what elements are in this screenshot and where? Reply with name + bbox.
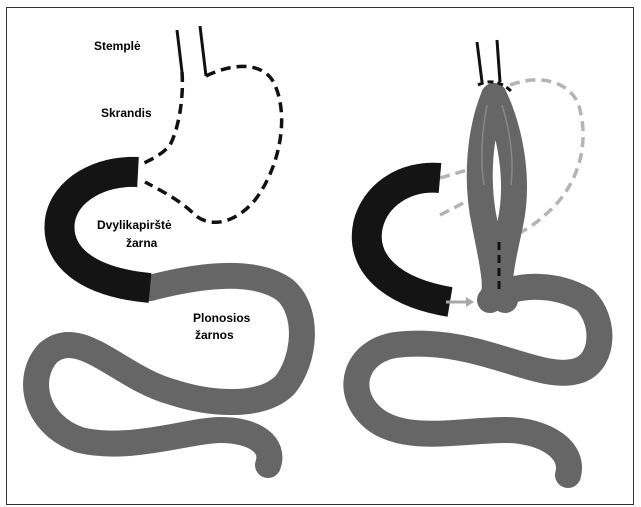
label-duodenum-line2: žarna (126, 236, 158, 250)
stomach-outline-right (145, 66, 282, 222)
bypass-esophagus-left-wall (477, 42, 482, 82)
bypass-anatomy-panel (356, 40, 599, 475)
flow-arrow-head (466, 297, 474, 307)
esophagus-right-wall (200, 26, 206, 76)
label-small-intestine-line1: Plonosios (193, 311, 251, 325)
small-intestine (36, 276, 302, 465)
esophagus-left-wall (177, 30, 182, 72)
normal-anatomy-panel: Stemplė Skrandis Dvylikapirštė žarna Plo… (36, 26, 302, 465)
label-small-intestine-line2: žarnos (195, 328, 234, 342)
bypass-esophagus-right-wall (497, 40, 500, 82)
gastric-pouch-limb (494, 96, 514, 300)
label-stomach: Skrandis (101, 106, 152, 120)
bypassed-duodenum (367, 178, 450, 302)
label-esophagus: Stemplė (94, 39, 141, 53)
label-duodenum-line1: Dvylikapirštė (97, 218, 172, 232)
